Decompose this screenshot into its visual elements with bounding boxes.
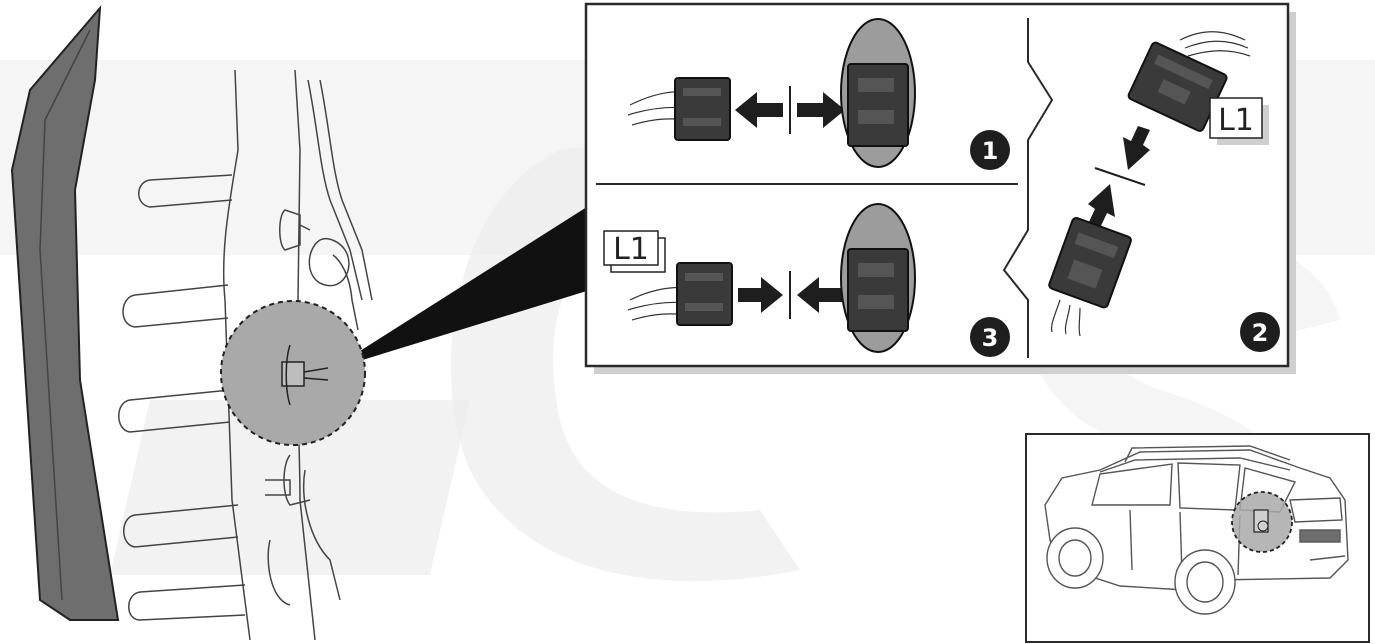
zoom-circle bbox=[221, 301, 365, 445]
svg-text:1: 1 bbox=[982, 137, 999, 165]
connector-icon bbox=[677, 263, 732, 325]
svg-text:3: 3 bbox=[982, 324, 999, 352]
connector-label-top: L1 bbox=[1218, 103, 1254, 138]
svg-text:2: 2 bbox=[1252, 319, 1269, 347]
connector-icon bbox=[848, 249, 908, 331]
step-badge-1: 1 bbox=[970, 130, 1010, 170]
car-location-inset bbox=[1026, 434, 1369, 642]
body-pillar bbox=[12, 8, 118, 620]
connector-icon bbox=[848, 64, 908, 146]
step-badge-2: 2 bbox=[1240, 312, 1280, 352]
connector-label-left: L1 bbox=[613, 232, 649, 267]
connector-icon bbox=[675, 78, 730, 140]
step-badge-3: 3 bbox=[970, 317, 1010, 357]
